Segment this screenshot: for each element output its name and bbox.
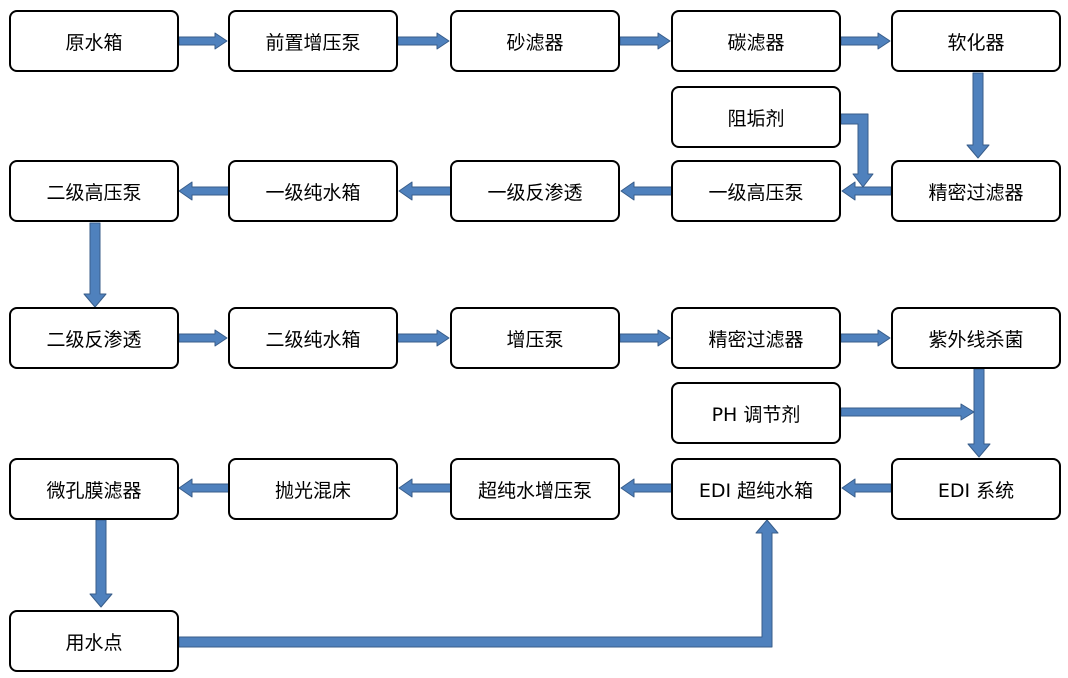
arrow-hp-pump-1-to-ro-1 — [620, 181, 673, 201]
node-up-boost-pump[interactable]: 超纯水增压泵 — [450, 458, 620, 520]
arrow-carbon-filter-to-softener — [840, 32, 891, 50]
arrow-precision-filter-2-to-uv-sterilizer — [840, 329, 891, 347]
node-ro-2[interactable]: 二级反渗透 — [9, 307, 179, 369]
node-pre-boost-pump[interactable]: 前置增压泵 — [228, 10, 398, 72]
node-micro-filter[interactable]: 微孔膜滤器 — [9, 458, 179, 520]
arrow-raw-tank-to-pre-boost-pump — [178, 32, 228, 50]
arrow-boost-pump-to-precision-filter-2 — [619, 329, 671, 347]
arrow-use-point-to-edi-tank — [178, 519, 779, 648]
arrow-sand-filter-to-carbon-filter — [619, 32, 671, 50]
arrow-pure-tank-1-to-hp-pump-2 — [178, 181, 230, 201]
arrow-edi-system-to-edi-tank — [841, 478, 892, 498]
arrow-micro-filter-to-use-point — [89, 519, 113, 608]
arrow-ph-agent-to-edi-line — [840, 403, 975, 421]
node-boost-pump[interactable]: 增压泵 — [450, 307, 620, 369]
node-carbon-filter[interactable]: 碳滤器 — [671, 10, 841, 72]
node-edi-system[interactable]: EDI 系统 — [891, 458, 1061, 520]
arrow-ro-1-to-pure-tank-1 — [398, 181, 452, 201]
arrow-hp-pump-2-to-ro-2 — [83, 222, 107, 308]
node-softener[interactable]: 软化器 — [891, 10, 1061, 72]
arrow-softener-to-precision-filter-1 — [966, 72, 990, 159]
node-precision-filter-2[interactable]: 精密过滤器 — [671, 307, 841, 369]
arrow-pure-tank-2-to-boost-pump — [397, 329, 450, 347]
node-ro-1[interactable]: 一级反渗透 — [450, 160, 620, 222]
arrow-up-boost-pump-to-polishing-bed — [398, 478, 452, 498]
arrow-ro-2-to-pure-tank-2 — [178, 329, 228, 347]
node-use-point[interactable]: 用水点 — [9, 610, 179, 672]
node-pure-tank-2[interactable]: 二级纯水箱 — [228, 307, 398, 369]
arrow-pre-boost-pump-to-sand-filter — [397, 32, 450, 50]
node-uv-sterilizer[interactable]: 紫外线杀菌 — [891, 307, 1061, 369]
node-pure-tank-1[interactable]: 一级纯水箱 — [228, 160, 398, 222]
arrow-edi-tank-to-up-boost-pump — [620, 478, 673, 498]
arrow-polishing-bed-to-micro-filter — [178, 478, 230, 498]
node-precision-filter-1[interactable]: 精密过滤器 — [891, 160, 1061, 222]
node-antiscalant[interactable]: 阻垢剂 — [671, 86, 841, 148]
node-sand-filter[interactable]: 砂滤器 — [450, 10, 620, 72]
node-polishing-bed[interactable]: 抛光混床 — [228, 458, 398, 520]
node-hp-pump-2[interactable]: 二级高压泵 — [9, 160, 179, 222]
node-edi-tank[interactable]: EDI 超纯水箱 — [671, 458, 841, 520]
node-hp-pump-1[interactable]: 一级高压泵 — [671, 160, 841, 222]
arrow-uv-sterilizer-to-edi-system — [967, 368, 991, 458]
node-raw-tank[interactable]: 原水箱 — [9, 10, 179, 72]
arrow-antiscalant-to-hp-pump-1 — [840, 113, 874, 188]
arrow-precision-filter-1-to-hp-pump-1 — [841, 181, 892, 201]
node-ph-agent[interactable]: PH 调节剂 — [671, 382, 841, 444]
